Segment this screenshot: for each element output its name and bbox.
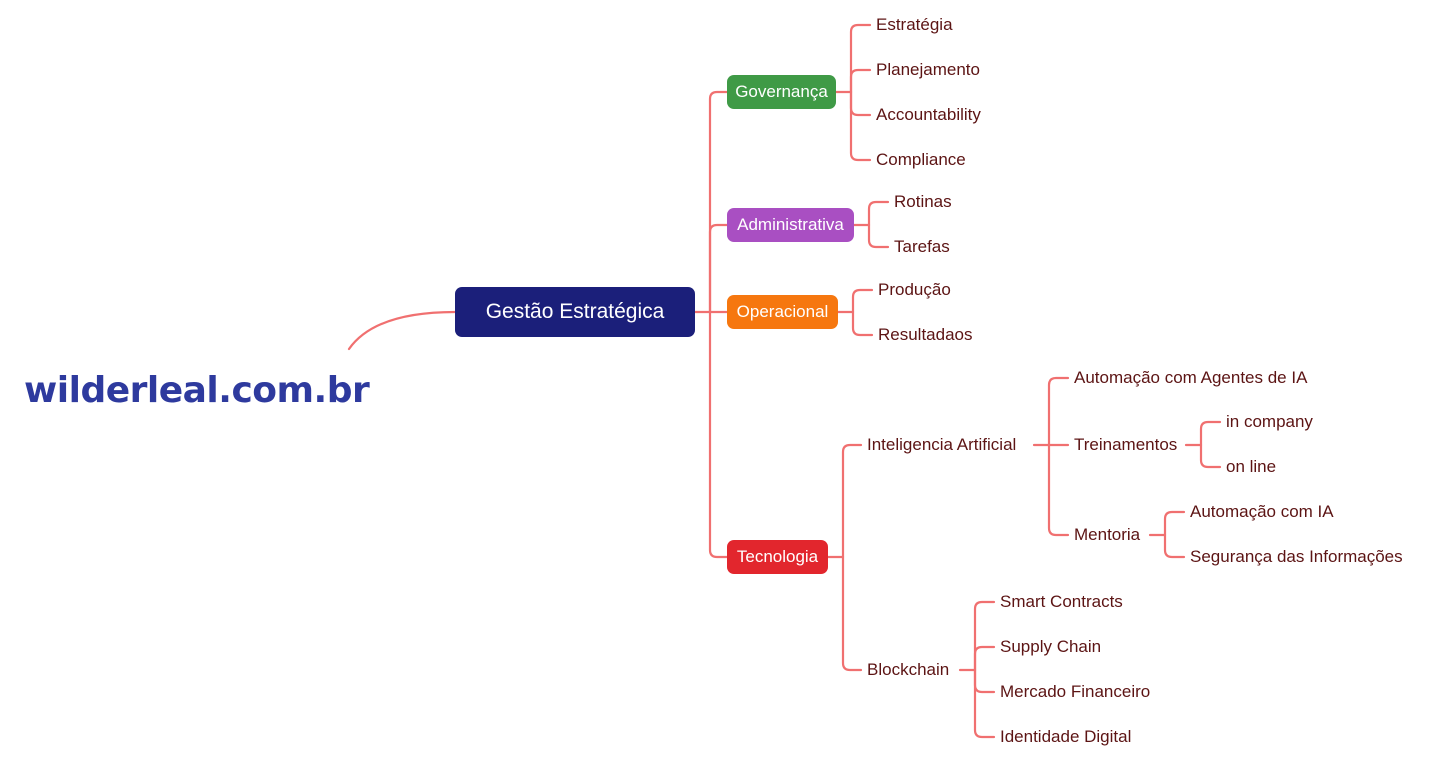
op-edge-0	[851, 288, 874, 314]
adm-edge-0	[867, 200, 890, 227]
node-inteligencia-artificial[interactable]: Inteligencia Artificial	[867, 435, 1017, 454]
branch-tecnologia[interactable]: Tecnologia	[727, 540, 828, 574]
brand-watermark[interactable]: wilderleal.com.br	[24, 370, 370, 411]
branch-governanca[interactable]: Governança	[727, 75, 836, 109]
ment-edge-0	[1163, 510, 1186, 537]
block-edge-2	[973, 668, 996, 694]
leaf-smart-contracts[interactable]: Smart Contracts	[1000, 592, 1123, 611]
leaf-in-company[interactable]: in company	[1226, 412, 1313, 431]
leaf-compliance[interactable]: Compliance	[876, 150, 966, 169]
leaf-identidade-digital[interactable]: Identidade Digital	[1000, 727, 1132, 746]
node-mentoria[interactable]: Mentoria	[1074, 525, 1141, 544]
block-edge-0	[973, 600, 996, 672]
trein-edge-1	[1199, 443, 1222, 469]
branch-administrativa[interactable]: Administrativa	[727, 208, 854, 242]
root-edge-1	[708, 223, 729, 314]
tec-edge-1	[841, 555, 863, 672]
adm-edge-1	[867, 223, 890, 249]
block-edge-3	[973, 668, 996, 739]
leaf-seguranca-informacoes[interactable]: Segurança das Informações	[1190, 547, 1403, 566]
ia-edge-2	[1047, 443, 1070, 537]
ia-edge-0	[1047, 376, 1070, 447]
ment-edge-1	[1163, 533, 1186, 559]
gov-edge-0	[849, 23, 872, 94]
brand-connector	[347, 310, 457, 351]
leaf-resultadaos[interactable]: Resultadaos	[878, 325, 973, 344]
leaf-estrategia[interactable]: Estratégia	[876, 15, 953, 34]
leaf-mercado-financeiro[interactable]: Mercado Financeiro	[1000, 682, 1151, 701]
leaf-tarefas[interactable]: Tarefas	[894, 237, 950, 256]
leaf-on-line[interactable]: on line	[1226, 457, 1277, 476]
leaf-producao[interactable]: Produção	[878, 280, 951, 299]
leaf-automacao-agentes-ia[interactable]: Automação com Agentes de IA	[1074, 368, 1308, 387]
block-edge-1	[973, 645, 996, 672]
node-blockchain[interactable]: Blockchain	[867, 660, 950, 679]
leaf-planejamento[interactable]: Planejamento	[876, 60, 980, 79]
root-edge-3	[708, 310, 729, 559]
op-edge-1	[851, 310, 874, 337]
gov-edge-1	[849, 68, 872, 94]
gov-edge-2	[849, 90, 872, 117]
node-treinamentos[interactable]: Treinamentos	[1074, 435, 1178, 454]
leaf-automacao-com-ia[interactable]: Automação com IA	[1190, 502, 1334, 521]
trein-edge-0	[1199, 420, 1222, 447]
leaf-rotinas[interactable]: Rotinas	[894, 192, 952, 211]
leaf-supply-chain[interactable]: Supply Chain	[1000, 637, 1102, 656]
root-node[interactable]: Gestão Estratégica	[455, 287, 695, 337]
gov-edge-3	[849, 90, 872, 162]
root-edge-0	[708, 90, 729, 314]
leaf-accountability[interactable]: Accountability	[876, 105, 981, 124]
tec-edge-0	[841, 443, 863, 559]
branch-operacional[interactable]: Operacional	[727, 295, 838, 329]
